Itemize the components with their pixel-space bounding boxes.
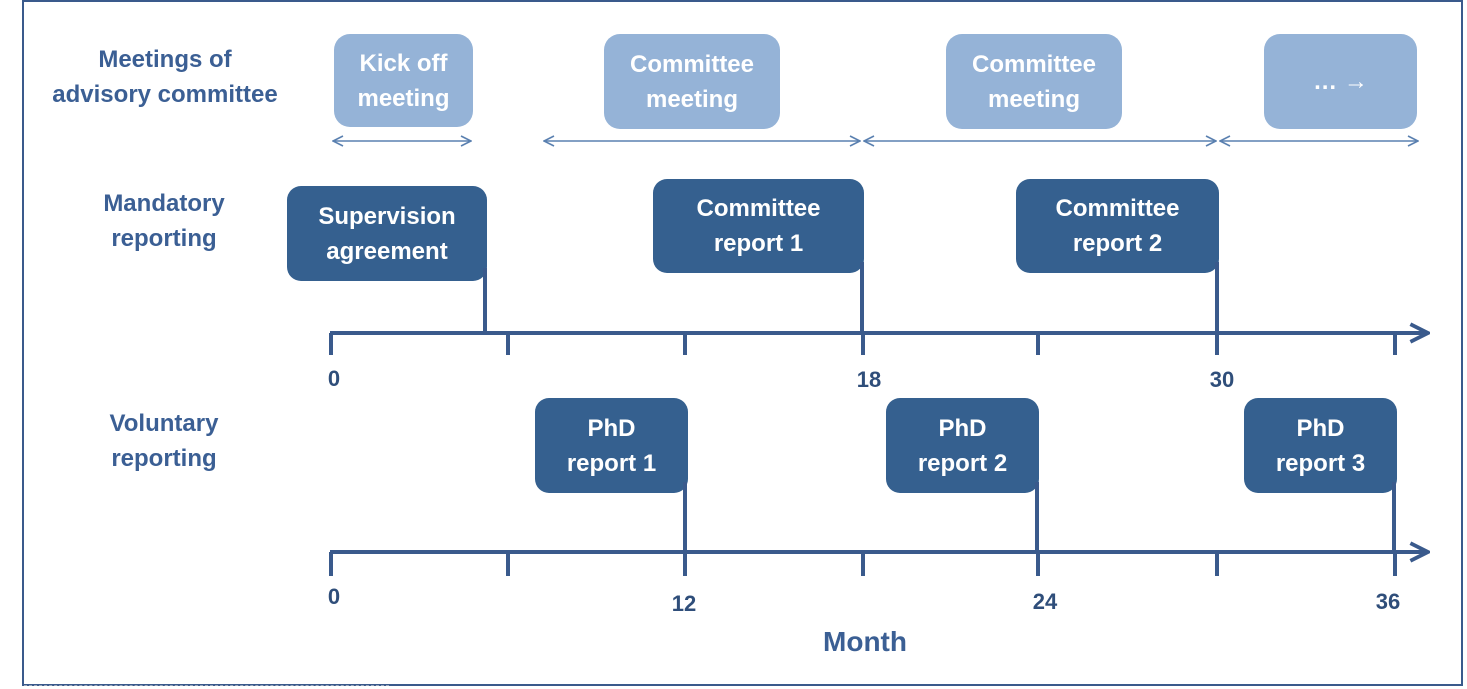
- mandatory-connectors: [483, 262, 1219, 333]
- voluntary-tick-label-24: 24: [1032, 589, 1058, 614]
- voluntary-axis-ticks: [329, 552, 1397, 576]
- voluntary-box-phd-report-2: PhD report 2: [886, 398, 1039, 493]
- row-label-meetings: Meetings of advisory committee: [52, 46, 278, 108]
- row-label-mandatory: Mandatory reporting: [103, 190, 225, 252]
- voluntary-tick-label-0: 0: [327, 584, 341, 609]
- mandatory-axis-ticks: [329, 333, 1397, 355]
- mandatory-tick-label-30: 30: [1209, 367, 1235, 392]
- meeting-box-committee-1: Committee meeting: [604, 34, 780, 129]
- meeting-box-kickoff: Kick off meeting: [334, 34, 473, 127]
- mandatory-box-supervision-agreement: Supervision agreement: [287, 186, 487, 281]
- row-label-voluntary: Voluntary reporting: [109, 410, 219, 472]
- voluntary-connectors: [683, 482, 1396, 552]
- meeting-box-committee-2: Committee meeting: [946, 34, 1122, 129]
- mandatory-tick-label-0: 0: [327, 366, 341, 391]
- mandatory-box-committee-report-2: Committee report 2: [1016, 179, 1219, 273]
- voluntary-tick-label-12: 12: [671, 591, 697, 616]
- axis-title-month: Month: [823, 626, 907, 657]
- mandatory-tick-label-18: 18: [856, 367, 882, 392]
- dashed-divider: [24, 685, 389, 686]
- meeting-box-continuation: … →: [1264, 34, 1417, 129]
- mandatory-box-committee-report-1: Committee report 1: [653, 179, 864, 273]
- voluntary-tick-label-36: 36: [1375, 589, 1401, 614]
- voluntary-box-phd-report-1: PhD report 1: [535, 398, 688, 493]
- voluntary-box-phd-report-3: PhD report 3: [1244, 398, 1397, 493]
